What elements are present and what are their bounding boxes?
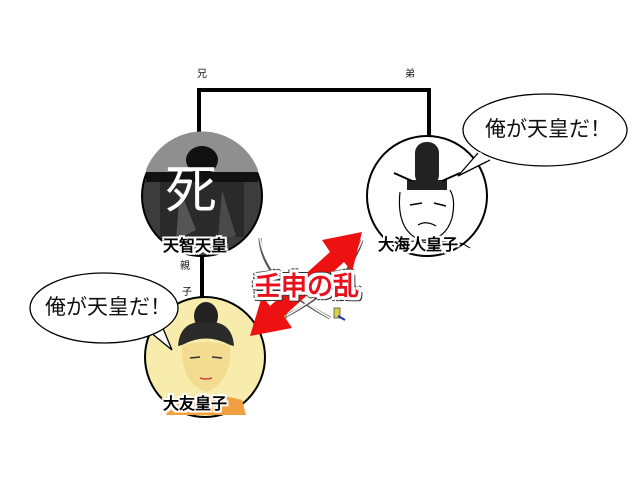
tenji-portrait <box>141 131 263 257</box>
otomo-portrait <box>144 296 266 418</box>
label-parent: 親 <box>180 261 190 272</box>
tenji-name: 天智天皇 <box>163 236 228 255</box>
oama-portrait <box>366 135 488 257</box>
otomo-name: 大友皇子 <box>163 394 228 413</box>
label-younger-brother: 弟 <box>405 69 415 80</box>
conflict-double-arrow <box>250 232 362 336</box>
oama-name: 大海人皇子 <box>378 235 459 254</box>
label-child: 子 <box>182 287 192 298</box>
oama-speech-bubble <box>457 93 628 177</box>
otomo-speech-bubble <box>29 272 179 351</box>
conflict-label: 壬申の乱 <box>255 272 360 302</box>
label-elder-brother: 兄 <box>197 69 207 80</box>
otomo-speech-text: 俺が天皇だ！ <box>45 295 171 319</box>
death-mark: 死 <box>165 161 218 221</box>
sibling-connector <box>197 88 431 143</box>
oama-speech-text: 俺が天皇だ！ <box>485 117 611 141</box>
